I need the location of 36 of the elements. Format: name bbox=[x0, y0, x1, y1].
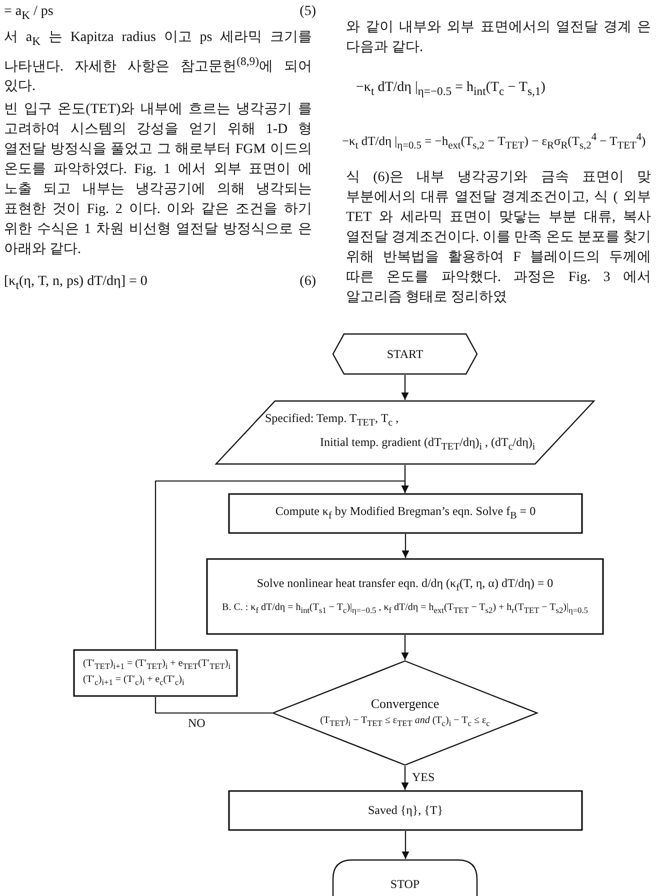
arrow bbox=[402, 831, 410, 859]
box-text: STOP bbox=[390, 876, 420, 892]
paragraph: 와 같이 내부와 외부 표면에서의 열전달 경계 은 다음과 같다. bbox=[346, 19, 651, 57]
equation: = a$_{K}$ / ps bbox=[4, 3, 54, 24]
equation-number: (6) bbox=[298, 273, 316, 291]
paragraph: 빈 입구 온도(TET)와 내부에 흐르는 냉각공기 를 고려하여 시스템의 강성을 얻기 위해 1-D 형 열전달 방정식을 풀었고 그 해로부터 FGM 이드의 온도를 파악하였다. Fig. 1 에서 외부 표면이 에 노출 되고 내부는 냉각공기에 의해 냉각되는 표현한 것이 Fig. 2 이다. 이와 같은 조건을 하기 위한 수식은 1 차원 비선형 열전달 방정식으로 은 아래와 같다. bbox=[4, 101, 312, 259]
stop-terminal bbox=[332, 859, 478, 896]
box-text: Solve nonlinear heat transfer eqn. d/dη (κ$_{f}$(T, η, α) dT/dη) = 0 bbox=[256, 576, 554, 596]
equation: −κ$_{t}$ dT/dη |$_{η=0.5}$ = −h$_{ext}$(T$_{s,2}$ − T$_{TET}$) − ε$_{R}$σ$_{R}$(T$_{s,2}$$^{4}$ − T$_{TET}$$^{4}$) bbox=[342, 131, 647, 154]
process-box bbox=[228, 493, 583, 534]
box-text: Compute κ$_{f}$ by Modified Bregman’s eqn. Solve f$_{B}$ = 0 bbox=[275, 504, 536, 524]
equation: −κ$_{t}$ dT/dη |$_{η=−0.5}$ = h$_{int}$(T$_{c}$ − T$_{s,1}$) bbox=[356, 79, 546, 100]
paragraph: 서 a$_{K}$ 는 Kapitza radius 이고 ps 세라믹 크기를 나타낸다. 자세한 사항은 참고문헌$^{(8,9)}$에 되어 있다. bbox=[4, 29, 312, 96]
process-box bbox=[73, 649, 238, 697]
decision-title: Convergence bbox=[370, 696, 440, 711]
box-text: Specified: Temp. T$_{TET}$, T$_{c}$ , bbox=[264, 411, 399, 430]
box-text: Initial temp. gradient (dT$_{TET}$/dη)$_{i}$ , (dT$_{c}$/dη)$_{i}$ bbox=[319, 434, 536, 454]
equation: [κ$_{t}$(η, T, n, ps) dT/dη] = 0 bbox=[4, 273, 148, 294]
arrow bbox=[401, 375, 409, 400]
arrow bbox=[401, 635, 409, 660]
process-box bbox=[228, 790, 583, 831]
box-text: (T$_{TET}$)$_{i}$ − T$_{TET}$ ≤ ε$_{TET}$ and (T$_{c}$)$_{i}$ − T$_{c}$ ≤ ε$_{c}$ bbox=[320, 714, 490, 730]
box-text: Saved {η}, {T} bbox=[368, 803, 443, 818]
decision-diamond bbox=[272, 660, 538, 766]
process-box bbox=[206, 558, 604, 635]
box-text: (T′$_{c}$)$_{i+1}$ = (T′$_{c}$)$_{i}$ + e$_{c}$(T′$_{c}$)$_{i}$ bbox=[82, 673, 184, 689]
arrow bbox=[401, 766, 409, 790]
box-text: B. C. : κ$_{f}$ dT/dη = h$_{int}$(T$_{s1}$ − T$_{c}$)|$_{η=−0.5}$ , κ$_{f}$ dT/dη = h$_{ext}$(T$_{TET}$ − T$_{s2}$) + h$_{r}$(T$_{TET}$ − T$_{s2}$)|$_{η=0.5}$ bbox=[222, 600, 588, 617]
equation-number: (5) bbox=[298, 3, 316, 21]
start-terminal bbox=[332, 333, 478, 375]
input-parallelogram bbox=[215, 400, 595, 465]
arrow bbox=[402, 534, 410, 558]
paragraph: 식 (6)은 내부 냉각공기와 금속 표면이 맞 부분에서의 대류 열전달 경계조건이고, 식 ( 외부 TET 와 세라믹 표면이 맞닿는 부분 대류, 복사 열전달 경계조건이다. 이를 만족 온도 분포를 찾기 위해 반복법을 활용하여 F 블레이드의 두께에 따른 온도를 파악했다. 과정은 Fig. 3 에서 알고리즘 형태로 정리하였 bbox=[346, 169, 651, 307]
arrow bbox=[154, 480, 409, 649]
box-text: (T′$_{TET}$)$_{i+1}$ = (T′$_{TET}$)$_{i}$ + e$_{TET}$(T′$_{TET}$)$_{i}$ bbox=[82, 657, 231, 673]
box-text: START bbox=[386, 346, 424, 362]
